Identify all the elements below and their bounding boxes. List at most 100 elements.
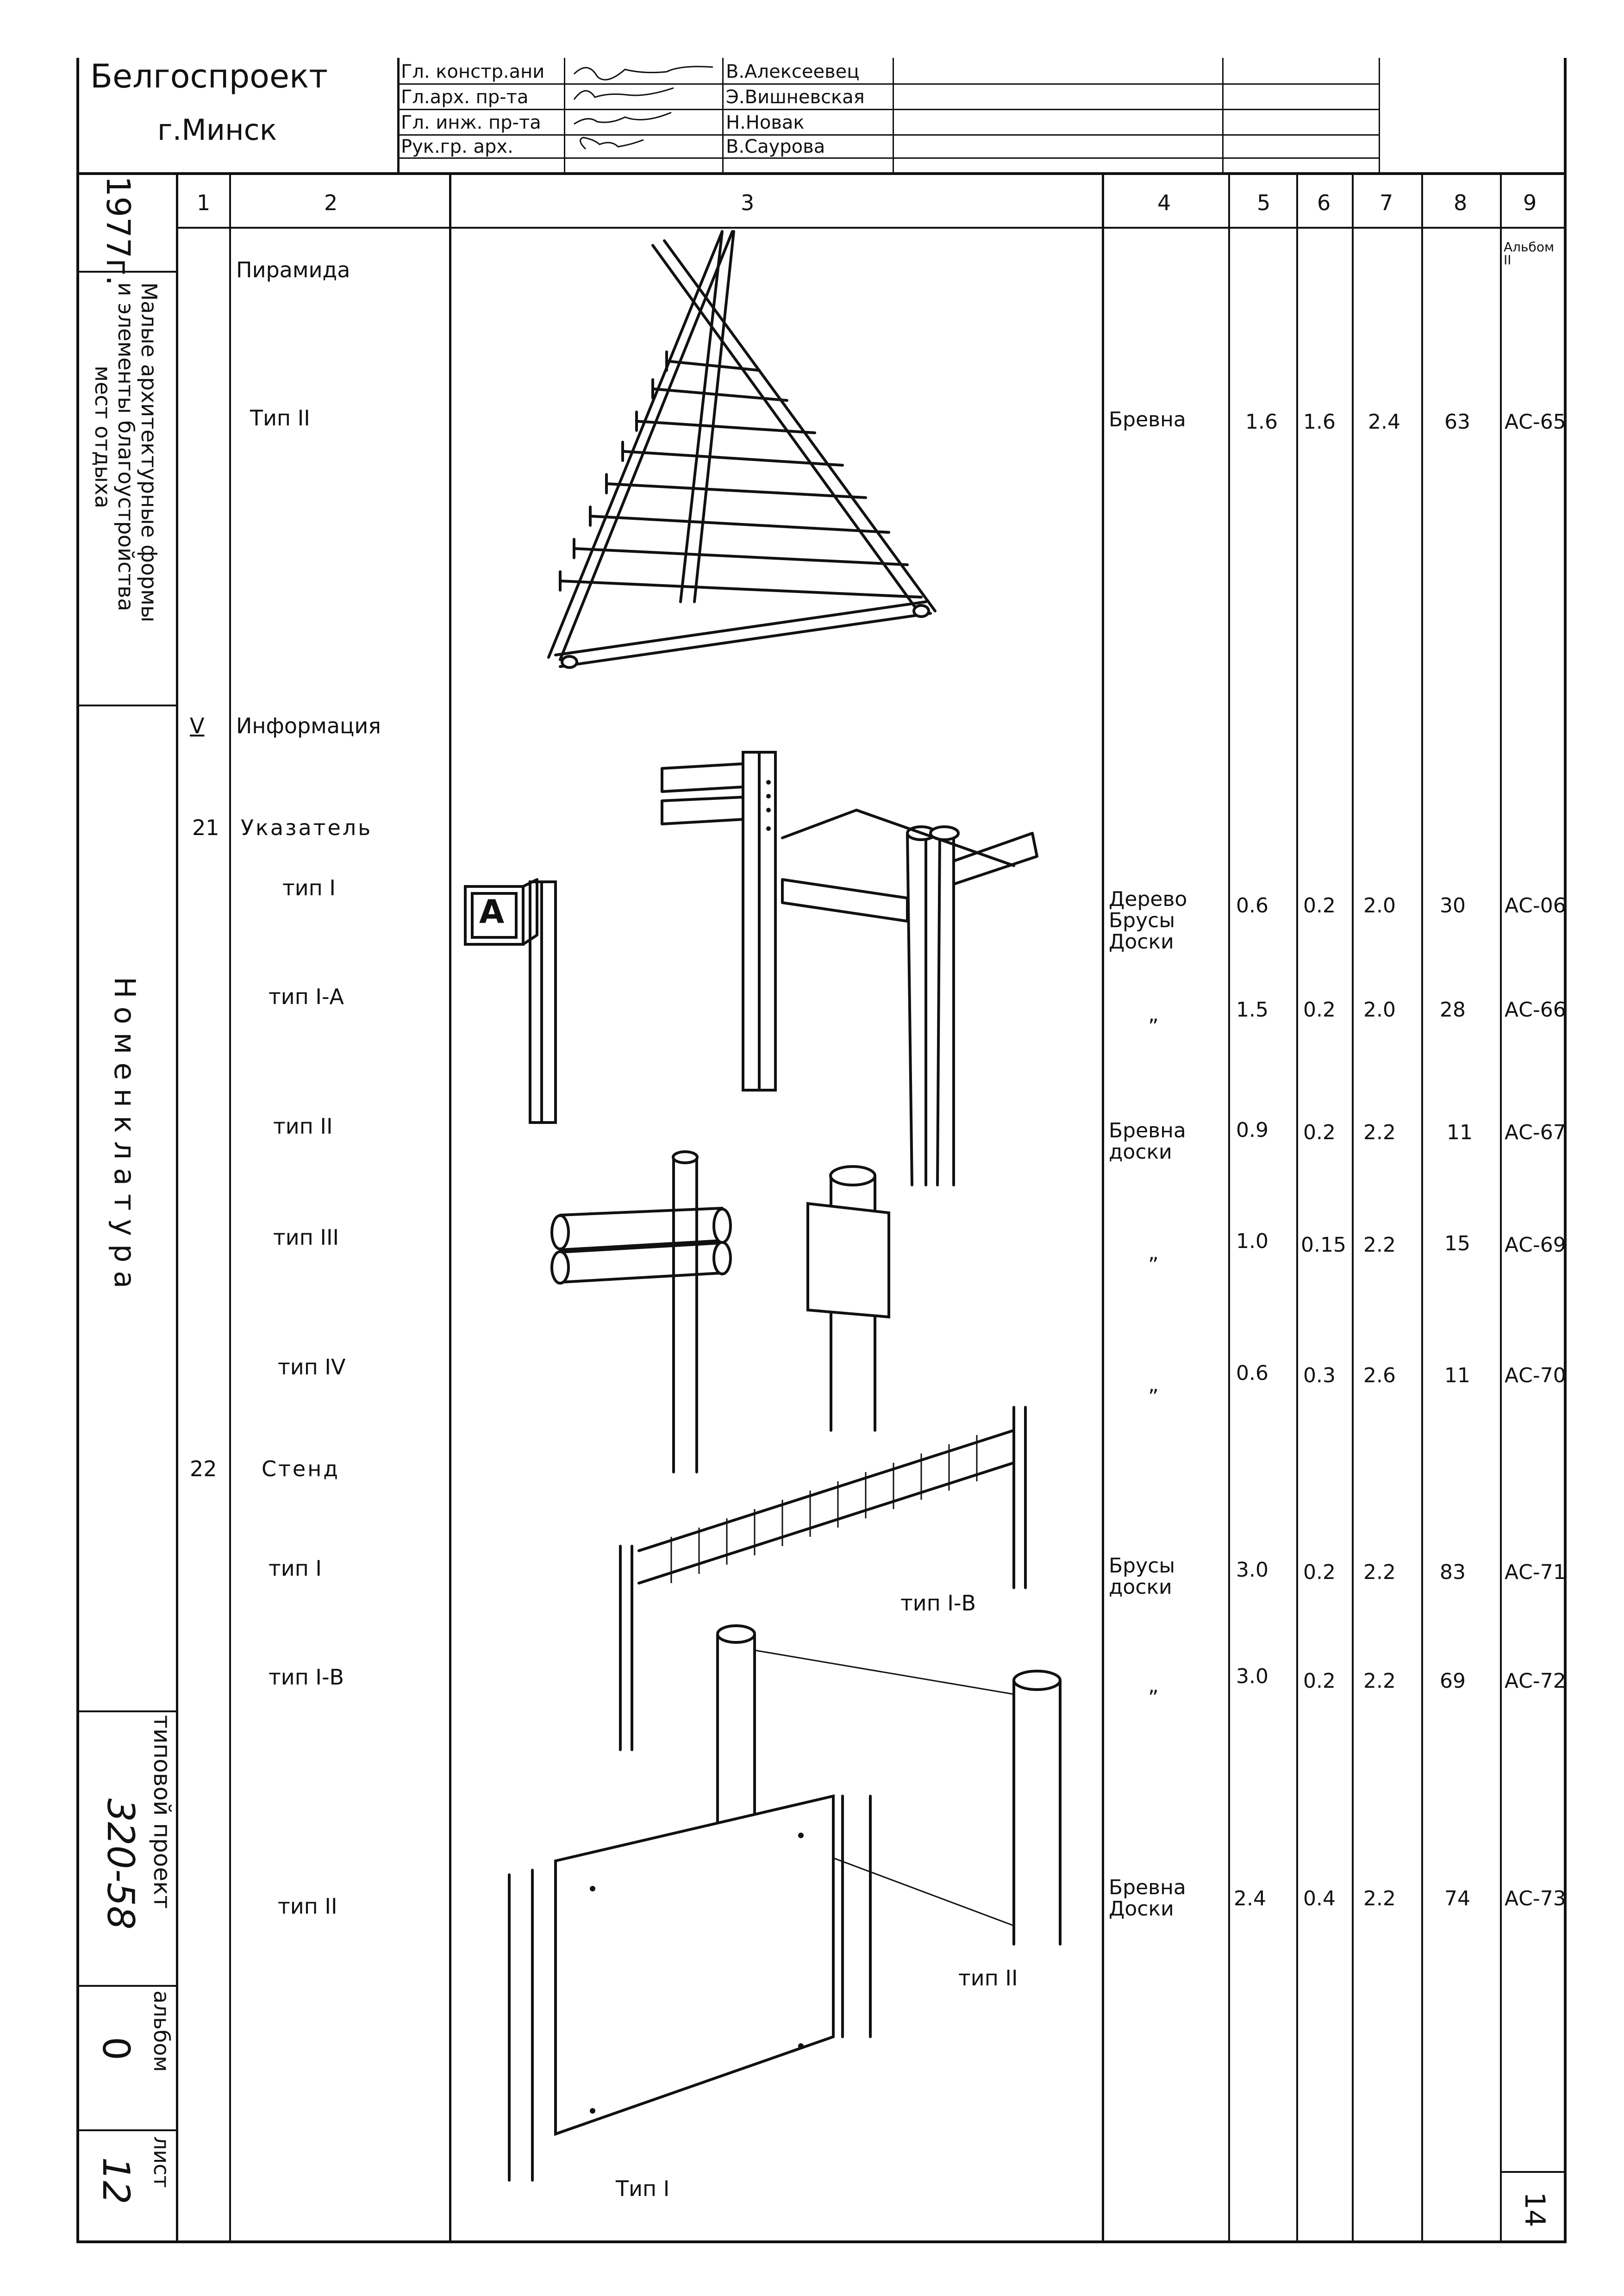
row-name: тип I-А xyxy=(269,984,344,1009)
row-name: тип I xyxy=(282,875,336,900)
frame-header-bottom xyxy=(76,172,1567,175)
hdr-row-3 xyxy=(397,134,1379,136)
row-ref: АС-06 xyxy=(1505,894,1566,917)
col-header-9: 9 xyxy=(1523,190,1537,215)
row-name: тип I xyxy=(269,1556,322,1581)
row-material: Бревна xyxy=(1109,408,1186,431)
hdr-divider-name xyxy=(722,58,724,174)
stand-type-i-drawing xyxy=(619,1406,1027,1751)
side-sep-5 xyxy=(76,2129,176,2131)
row-c7: 2.0 xyxy=(1363,998,1396,1022)
row-material: „ xyxy=(1148,1003,1159,1026)
row-c5: 2.4 xyxy=(1234,1887,1266,1910)
row-c5: 1.0 xyxy=(1236,1229,1268,1253)
row-c8: 63 xyxy=(1444,410,1470,434)
row-c8: 30 xyxy=(1440,894,1466,917)
row-name: тип II xyxy=(273,1114,333,1139)
row-name: Стенд xyxy=(262,1456,340,1481)
role-1: Гл. констр.ани xyxy=(401,61,545,82)
side-sep-3 xyxy=(76,1710,176,1712)
row-c7: 2.2 xyxy=(1363,1121,1396,1144)
stand-ib-caption: тип I-В xyxy=(900,1591,976,1616)
album-header: Альбом II xyxy=(1504,239,1555,268)
frame-bottom xyxy=(76,2240,1567,2243)
row-name: тип II xyxy=(278,1894,337,1919)
row-c5: 0.6 xyxy=(1236,1361,1268,1385)
row-c6: 0.3 xyxy=(1303,1364,1336,1387)
row-name: Тип II xyxy=(250,406,310,430)
row-c5: 3.0 xyxy=(1236,1558,1268,1582)
row-c8: 83 xyxy=(1440,1560,1466,1584)
row-ref: АС-71 xyxy=(1505,1560,1566,1584)
row-material: Брусы доски xyxy=(1109,1554,1175,1599)
row-c6: 0.15 xyxy=(1301,1233,1346,1257)
frame-left xyxy=(76,58,79,2242)
row-ref: АС-66 xyxy=(1505,998,1566,1022)
col-header-2: 2 xyxy=(324,190,338,215)
row-c6: 0.4 xyxy=(1303,1887,1336,1910)
col-6-7 xyxy=(1352,172,1354,2241)
col-header-5: 5 xyxy=(1257,190,1271,215)
row-c5: 3.0 xyxy=(1236,1665,1268,1688)
row-name: Информация xyxy=(236,713,381,738)
hdr-divider-sign xyxy=(564,58,565,174)
stand-type-ii-drawing xyxy=(508,1794,872,2182)
pyramid-drawing xyxy=(547,230,937,669)
row-material: Бревна доски xyxy=(1109,1119,1186,1164)
row-ref: АС-72 xyxy=(1505,1669,1566,1693)
row-c5: 0.9 xyxy=(1236,1118,1268,1142)
role-4: Рук.гр. арх. xyxy=(401,136,513,157)
row-num: V xyxy=(190,713,205,738)
row-c8: 69 xyxy=(1440,1669,1466,1693)
col-8-9 xyxy=(1500,172,1502,2241)
row-c6: 0.2 xyxy=(1303,1121,1336,1144)
row-c8: 15 xyxy=(1444,1232,1470,1255)
row-ref: АС-65 xyxy=(1505,410,1566,434)
sign-type-iii-drawing xyxy=(550,1150,732,1473)
hdr-row-2 xyxy=(397,109,1379,110)
row-material: Дерево Брусы Доски xyxy=(1109,887,1187,954)
side-sep-1 xyxy=(76,271,176,273)
col-header-3: 3 xyxy=(741,190,755,215)
row-c6: 0.2 xyxy=(1303,1669,1336,1693)
row-c8: 11 xyxy=(1447,1121,1473,1144)
row-ref: АС-69 xyxy=(1505,1233,1566,1257)
sign-type-iv-drawing xyxy=(806,1165,890,1432)
col-header-8: 8 xyxy=(1454,190,1468,215)
row-c6: 1.6 xyxy=(1303,410,1336,434)
role-2: Гл.арх. пр-та xyxy=(401,87,529,108)
frame-right xyxy=(1564,58,1567,2242)
row-name: тип III xyxy=(273,1225,339,1250)
organization-name: Белгоспроект xyxy=(90,57,328,95)
col-5-6 xyxy=(1296,172,1298,2241)
row-ref: АС-70 xyxy=(1505,1364,1566,1387)
name-2: Э.Вишневская xyxy=(726,87,865,108)
row-material: Бревна Доски xyxy=(1109,1876,1186,1921)
sign-plate-letter: А xyxy=(479,893,505,931)
side-sep-2 xyxy=(76,705,176,706)
sign-type-ia-drawing xyxy=(661,751,777,1092)
row-c7: 2.4 xyxy=(1368,410,1400,434)
corner-box-top xyxy=(1500,2171,1565,2173)
stand-i-caption: Тип I xyxy=(616,2176,670,2201)
sign-type-i-drawing xyxy=(464,878,557,1124)
side-sep-4 xyxy=(76,1985,176,1987)
city-name: г.Минск xyxy=(157,113,277,147)
row-ref: АС-67 xyxy=(1505,1121,1566,1144)
row-material: „ xyxy=(1148,1241,1159,1265)
row-material: „ xyxy=(1148,1373,1159,1397)
col-header-4: 4 xyxy=(1157,190,1171,215)
col-header-6: 6 xyxy=(1317,190,1331,215)
col-header-7: 7 xyxy=(1380,190,1393,215)
side-divider xyxy=(176,172,178,2241)
colhdr-bottom xyxy=(176,227,1564,229)
row-num: 21 xyxy=(192,815,219,840)
stand-ii-caption: тип II xyxy=(958,1965,1018,1990)
row-c7: 2.2 xyxy=(1363,1560,1396,1584)
col-4-5 xyxy=(1228,172,1230,2241)
col-7-8 xyxy=(1421,172,1423,2241)
row-c7: 2.0 xyxy=(1363,894,1396,917)
row-material: „ xyxy=(1148,1674,1159,1697)
row-name: тип I-В xyxy=(269,1665,344,1690)
